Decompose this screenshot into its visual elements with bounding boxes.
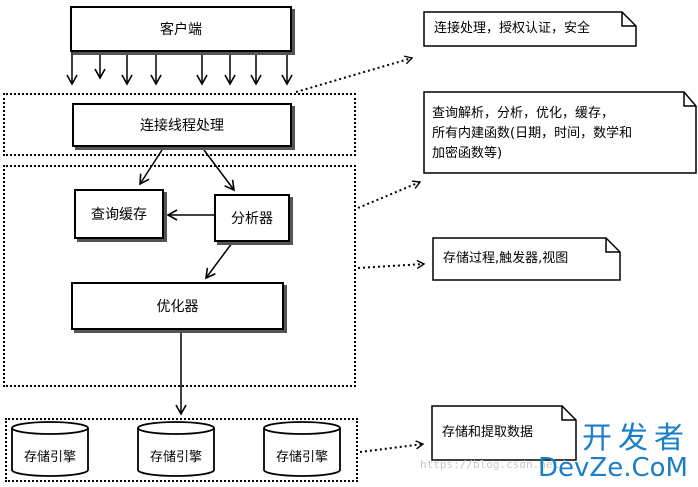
callout-1	[295, 55, 414, 93]
connection-thread-box: 连接线程处理	[72, 103, 292, 147]
note-3-text: 存储过程,触发器,视图	[443, 251, 569, 266]
cylinder-3-top	[263, 421, 341, 435]
arrow-conn-to-analyzer	[203, 149, 235, 192]
note-fold-4	[561, 406, 576, 421]
note-4-text: 存储和提取数据	[442, 425, 534, 440]
connection-thread-label: 连接线程处理	[140, 118, 224, 134]
watermark-main: 开发者	[582, 421, 690, 456]
note-1: 连接处理，授权认证，安全	[424, 12, 636, 46]
note-fold-1	[621, 12, 636, 27]
storage-engine-3-label: 存储引擎	[275, 450, 328, 465]
cylinder-2-top	[137, 421, 215, 435]
analyzer-box: 分析器	[214, 194, 290, 242]
storage-engine-1-label: 存储引擎	[23, 450, 76, 465]
arrow-analyzer-to-optimizer	[205, 242, 233, 280]
server-layer-frame	[3, 165, 356, 387]
storage-engine-2-label: 存储引擎	[149, 450, 202, 465]
note-4: 存储和提取数据	[432, 406, 576, 460]
note-fold-2	[683, 92, 696, 107]
optimizer-box: 优化器	[71, 282, 284, 330]
callout-2	[357, 180, 422, 209]
arrow-conn-to-cache	[139, 149, 163, 186]
watermark-url: https://blog.csdn.net/	[420, 458, 566, 471]
cylinder-1	[11, 428, 89, 477]
note-2-text: 查询解析，分析，优化，缓存， 所有内建函数(日期，时间，数学和 加密函数等)	[432, 106, 633, 161]
client-box: 客户端	[70, 6, 292, 52]
callout-4	[359, 440, 425, 453]
note-1-text: 连接处理，授权认证，安全	[434, 21, 591, 36]
note-shape-1	[423, 11, 637, 47]
callout-3	[357, 259, 426, 270]
cylinder-1-top	[11, 421, 89, 435]
note-shape-4	[431, 405, 577, 461]
note-2: 查询解析，分析，优化，缓存， 所有内建函数(日期，时间，数学和 加密函数等)	[424, 92, 696, 173]
query-cache-label: 查询缓存	[91, 207, 147, 223]
storage-layer-frame	[5, 418, 358, 482]
note-shape-2	[423, 91, 697, 174]
connection-layer-frame	[3, 93, 356, 156]
cylinder-3	[263, 428, 341, 477]
watermark-sub: DevZe.CoM	[538, 453, 688, 483]
note-3: 存储过程,触发器,视图	[433, 238, 620, 280]
note-shape-3	[432, 237, 621, 281]
query-cache-box: 查询缓存	[74, 189, 164, 239]
note-fold-3	[605, 238, 620, 253]
analyzer-label: 分析器	[231, 211, 273, 227]
cylinder-2	[137, 428, 215, 477]
client-label: 客户端	[160, 22, 202, 38]
optimizer-label: 优化器	[156, 299, 199, 315]
